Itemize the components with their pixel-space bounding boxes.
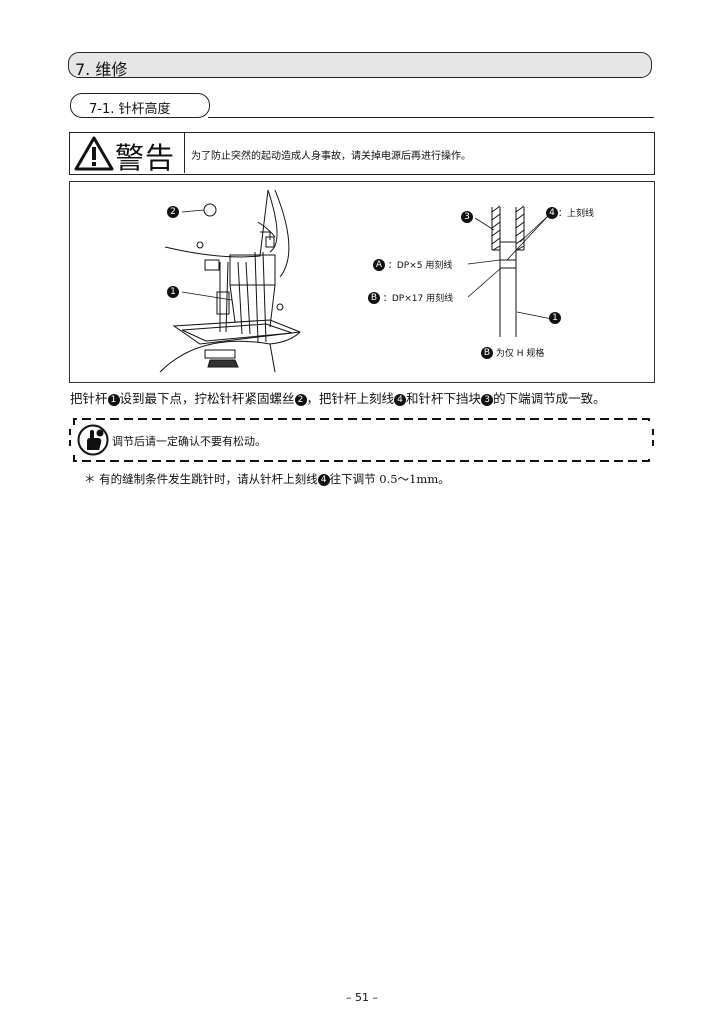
callout-3: 3 xyxy=(461,211,473,223)
needle-bar-illustration xyxy=(159,189,553,373)
warning-label: 警告 xyxy=(70,133,185,175)
chapter-title: 7. 维修 xyxy=(75,60,128,79)
callout-4-label: 4：上刻线 xyxy=(546,206,594,219)
needle-bar-diagram xyxy=(491,205,525,337)
label-b: B ：DP×17 用刻线 xyxy=(368,291,453,304)
warning-box: 警告 为了防止突然的起动造成人身事故，请关掉电源后再进行操作。 xyxy=(69,132,655,175)
callout-2: 2 xyxy=(167,206,179,218)
caution-hand-icon xyxy=(77,424,109,456)
caution-box: 调节后请一定确认不要有松动。 xyxy=(68,417,655,463)
section-title: 7-1. 针杆高度 xyxy=(89,102,171,117)
callout-1-right: 1 xyxy=(549,312,561,324)
chapter-header: 7. 维修 xyxy=(68,52,652,79)
warning-word: 警告 xyxy=(115,141,176,175)
page-number: – 51 – xyxy=(346,991,378,1004)
figure-panel: 2 1 3 4：上刻线 A ：DP×5 用刻线 B ：DP×17 用刻线 1 B… xyxy=(69,181,655,383)
label-h: B 为仅 H 规格 xyxy=(481,346,544,359)
caution-text: 调节后请一定确认不要有松动。 xyxy=(112,435,266,448)
warning-triangle-icon xyxy=(74,136,114,171)
section-header: 7-1. 针杆高度 xyxy=(70,93,210,118)
section-underline xyxy=(208,117,654,118)
warning-text: 为了防止突然的起动造成人身事故，请关掉电源后再进行操作。 xyxy=(191,151,471,162)
caution-dashed-border xyxy=(69,418,654,462)
callout-1: 1 xyxy=(167,286,179,298)
label-a: A ：DP×5 用刻线 xyxy=(373,258,452,271)
machine-head-drawing xyxy=(159,189,301,373)
